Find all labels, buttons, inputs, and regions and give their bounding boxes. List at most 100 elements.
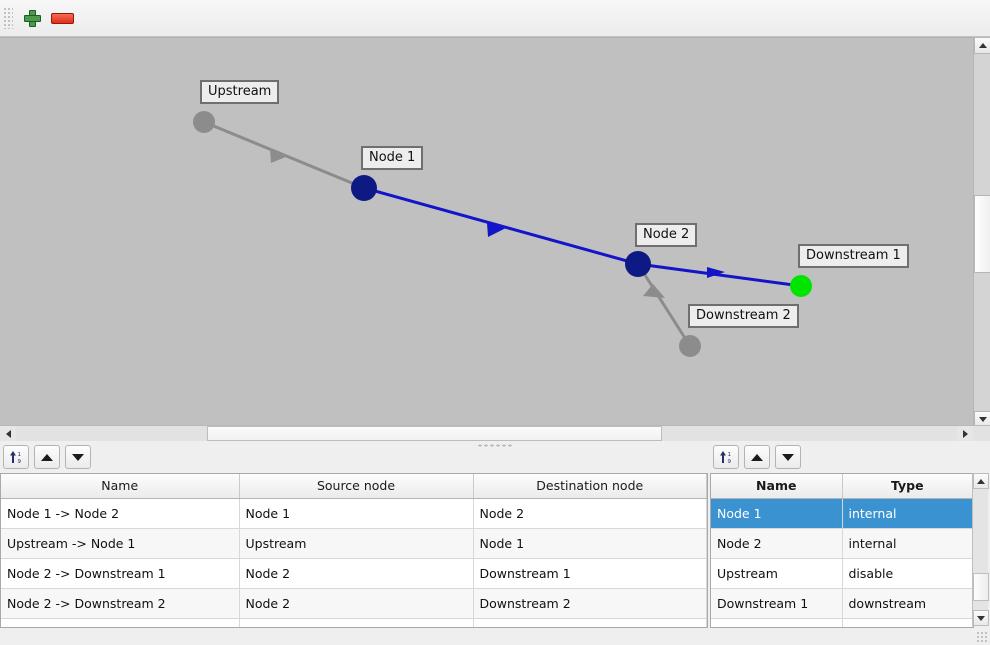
edges-column-source[interactable]: Source node xyxy=(239,474,474,499)
edges-table-row[interactable]: Node 1 -> Node 2 Node 1 Node 2 xyxy=(1,498,707,529)
edge-empty-cell xyxy=(1,618,240,627)
sort-ascending-icon: 1 9 xyxy=(9,450,21,465)
nodes-table-row[interactable]: Node 2 internal xyxy=(711,528,973,559)
edge-source: Node 1 xyxy=(239,498,474,529)
edge-name: Node 2 -> Downstream 2 xyxy=(1,588,240,619)
nodes-scroll-up-button[interactable] xyxy=(973,473,989,489)
edge-upstream-node1[interactable] xyxy=(203,120,365,190)
nodes-scroll-thumb[interactable] xyxy=(973,573,989,601)
nodes-column-type[interactable]: Type xyxy=(842,474,973,499)
scroll-left-button[interactable] xyxy=(0,426,16,441)
sort-ascending-icon: 1 9 xyxy=(719,450,731,465)
node-name: Downstream 1 xyxy=(711,588,843,619)
nodes-table-empty-row[interactable] xyxy=(711,618,973,627)
edges-table-row[interactable]: Upstream -> Node 1 Upstream Node 1 xyxy=(1,528,707,559)
plus-icon xyxy=(23,9,41,27)
edge-destination: Node 2 xyxy=(473,498,707,529)
edges-column-name[interactable]: Name xyxy=(1,474,240,499)
nodes-table-row[interactable]: Upstream disable xyxy=(711,558,973,589)
vertical-scroll-thumb[interactable] xyxy=(974,195,990,273)
node-type: disable xyxy=(842,558,973,589)
node-type: downstream xyxy=(842,588,973,619)
edges-table-empty-row[interactable] xyxy=(1,618,707,627)
nodes-move-up-button[interactable] xyxy=(744,445,770,469)
edges-table-row[interactable]: Node 2 -> Downstream 2 Node 2 Downstream… xyxy=(1,588,707,619)
graph-label-downstream1[interactable]: Downstream 1 xyxy=(798,244,909,268)
edges-table-header-row: Name Source node Destination node xyxy=(1,474,707,499)
graph-canvas[interactable]: Upstream Node 1 Node 2 Downstream 1 Down… xyxy=(0,37,990,428)
canvas-vertical-scrollbar[interactable] xyxy=(973,37,990,428)
nodes-column-name[interactable]: Name xyxy=(711,474,843,499)
node-empty-cell xyxy=(842,618,973,627)
main-toolbar xyxy=(0,0,990,37)
edge-arrow-icon xyxy=(707,267,725,278)
nodes-table-scrollbar[interactable] xyxy=(972,473,989,626)
edge-node2-downstream2[interactable] xyxy=(636,263,692,347)
edges-panel: 1 9 Name Source node Destination node xyxy=(0,443,708,628)
edges-table-row[interactable]: Node 2 -> Downstream 1 Node 2 Downstream… xyxy=(1,558,707,589)
chevron-up-icon xyxy=(978,43,987,48)
canvas-horizontal-scrollbar[interactable] xyxy=(0,425,990,441)
edges-sort-button[interactable]: 1 9 xyxy=(3,445,29,469)
triangle-up-icon xyxy=(41,453,53,461)
nodes-sort-button[interactable]: 1 9 xyxy=(713,445,739,469)
edge-node1-node2[interactable] xyxy=(363,186,639,266)
graph-label-node2[interactable]: Node 2 xyxy=(635,223,698,247)
triangle-up-icon xyxy=(751,453,763,461)
graph-node-node1[interactable] xyxy=(351,175,377,201)
edges-column-destination[interactable]: Destination node xyxy=(473,474,707,499)
scroll-up-button[interactable] xyxy=(974,37,990,54)
nodes-toolbar: 1 9 xyxy=(710,443,990,473)
node-type: internal xyxy=(842,528,973,559)
edge-source: Node 2 xyxy=(239,588,474,619)
splitter-grip xyxy=(477,444,513,447)
edge-node2-downstream1[interactable] xyxy=(637,262,802,288)
edge-arrow-icon xyxy=(487,223,506,237)
graph-label-downstream2[interactable]: Downstream 2 xyxy=(688,304,799,328)
edge-destination: Node 1 xyxy=(473,528,707,559)
triangle-down-icon xyxy=(782,453,794,461)
chevron-right-icon xyxy=(962,429,968,438)
scroll-right-button[interactable] xyxy=(957,426,973,441)
graph-node-downstream1[interactable] xyxy=(790,275,812,297)
svg-text:9: 9 xyxy=(727,459,731,465)
edges-move-up-button[interactable] xyxy=(34,445,60,469)
nodes-table-row[interactable]: Downstream 1 downstream xyxy=(711,588,973,619)
nodes-scroll-down-button[interactable] xyxy=(973,610,989,626)
nodes-table[interactable]: Name Type Node 1 internal Node 2 interna… xyxy=(710,473,974,628)
toolbar-drag-handle[interactable] xyxy=(3,7,13,29)
chevron-down-icon xyxy=(978,417,987,422)
chevron-left-icon xyxy=(5,429,11,438)
horizontal-scroll-thumb[interactable] xyxy=(207,426,662,441)
edge-destination: Downstream 1 xyxy=(473,558,707,589)
window-resize-grip[interactable] xyxy=(976,631,987,642)
add-node-button[interactable] xyxy=(17,3,47,33)
edges-toolbar: 1 9 xyxy=(0,443,708,473)
minus-icon xyxy=(50,12,74,24)
edges-table[interactable]: Name Source node Destination node Node 1… xyxy=(0,473,708,628)
svg-text:1: 1 xyxy=(727,452,731,458)
graph-node-downstream2[interactable] xyxy=(679,335,701,357)
edge-arrow-icon xyxy=(270,149,288,163)
edges-move-down-button[interactable] xyxy=(65,445,91,469)
graph-node-upstream[interactable] xyxy=(193,111,215,133)
edge-source: Node 2 xyxy=(239,558,474,589)
edge-source: Upstream xyxy=(239,528,474,559)
nodes-table-header-row: Name Type xyxy=(711,474,973,499)
chevron-down-icon xyxy=(977,615,985,621)
edge-name: Node 1 -> Node 2 xyxy=(1,498,240,529)
graph-svg xyxy=(193,111,812,357)
nodes-move-down-button[interactable] xyxy=(775,445,801,469)
graph-node-node2[interactable] xyxy=(625,251,651,277)
graph-label-upstream[interactable]: Upstream xyxy=(200,80,280,104)
triangle-down-icon xyxy=(72,453,84,461)
node-name: Node 2 xyxy=(711,528,843,559)
nodes-panel: 1 9 Name Type xyxy=(710,443,990,628)
nodes-table-row-selected[interactable]: Node 1 internal xyxy=(711,498,973,529)
pane-splitter[interactable] xyxy=(0,441,990,450)
edge-name: Upstream -> Node 1 xyxy=(1,528,240,559)
remove-node-button[interactable] xyxy=(47,3,77,33)
svg-text:1: 1 xyxy=(17,452,21,458)
graph-label-node1[interactable]: Node 1 xyxy=(361,146,424,170)
